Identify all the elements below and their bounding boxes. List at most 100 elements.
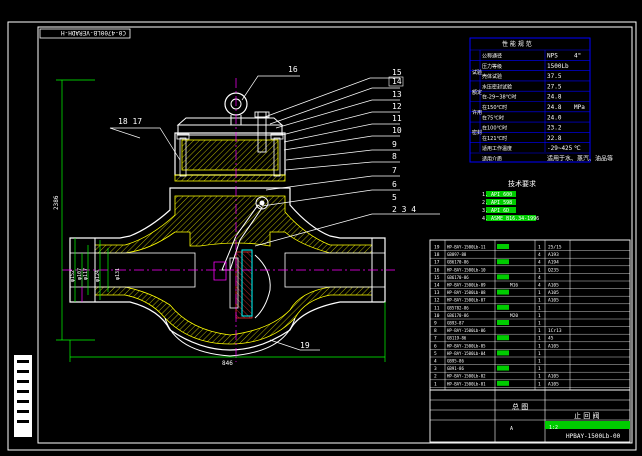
dim-dia-3: φ117 [83,268,89,280]
bom-row-code: HP-BAY-1500Lb-10 [447,267,486,272]
callout-18-17: 18 17 [118,117,142,126]
dim-dia-1: φ152 [70,270,76,282]
bom-row-no: 12 [434,298,440,304]
bom-row-highlight [497,304,509,310]
tech-req-highlight [486,191,516,197]
bom-row-no: 8 [434,328,437,334]
perf-row-value: 22.8 [547,135,562,142]
bom-row-no: 18 [434,252,440,258]
left-margin-marks [14,355,32,437]
bom-row-code: GB5782-86 [447,305,469,310]
bom-row-no: 15 [434,275,440,281]
bom-row-highlight [497,335,509,341]
perf-row-label: 在100℃时 [482,125,507,132]
perf-row-label: 壳体试验 [482,73,502,80]
bom-row-highlight [497,244,509,249]
callout-19: 19 [300,341,310,350]
perf-row-label: 公称通径 [482,53,502,60]
bom-row-highlight [497,289,509,295]
perf-row-label: 在75℃时 [482,114,504,121]
callout-2-3-4: 2 3 4 [392,205,416,214]
bom-row-qty: 1 [538,328,541,334]
perf-row-label: 适用介质 [482,156,502,163]
bom-row-highlight [497,320,509,325]
bom-row-code: HP-BAY-1500Lb-04 [447,351,486,356]
bom-row-qty: 1 [538,374,541,380]
bom-row-code: HP-BAY-1500Lb-11 [447,245,486,250]
bom-row-highlight [497,380,509,386]
perf-row-value: 24.0 [547,114,562,121]
bom-row-code: GB6170-86 [447,275,469,280]
callout-9: 9 [392,140,397,149]
callout-12: 12 [392,102,402,111]
perf-row-value: 24.8 [547,94,562,101]
bom-row-material: 1Cr13 [548,328,562,334]
bom-row-highlight [497,259,509,265]
callout-10: 10 [392,126,402,135]
bom-row-code: GB6170-86 [447,260,469,265]
title-block: 总 图 止 回 阀 HPBAY-1500Lb-00 1:2 A [429,389,631,443]
callout-11: 11 [392,114,402,123]
callout-8: 8 [392,152,397,161]
callout-leaders [109,75,440,351]
bom-row-no: 17 [434,260,440,266]
bom-row-qty: 4 [538,283,541,289]
callout-13: 13 [392,90,402,99]
bom-row-highlight [497,274,509,280]
bom-row-code: GB119-86 [447,336,467,341]
bom-row-qty: 1 [538,366,541,372]
bom-row-code: HP-BAY-1500Lb-07 [447,298,486,303]
bom-row-highlight [497,365,509,371]
bom-row-qty: 1 [538,290,541,296]
perf-row-value: 37.5 [547,73,562,80]
bom-row-highlight [497,350,509,356]
product-name: 止 回 阀 [574,411,599,420]
bom-row-qty: 1 [538,381,541,387]
perf-row-value: 27.5 [547,83,562,90]
bom-row-qty: 1 [538,343,541,349]
tech-req-item: 3. API 6D [482,208,509,214]
callout-6: 6 [392,180,397,189]
bom-row-qty: 4 [538,260,541,266]
bom-row-qty: 4 [538,252,541,258]
title-strip-text: C0-4700LB-VERADH-H [61,29,126,36]
bom-row-no: 11 [434,305,440,311]
tech-req-item: 1. API 600 [482,192,512,198]
bom-row-no: 3 [434,366,437,372]
drawing-name: 总 图 [512,402,528,411]
sheet: A [510,426,513,432]
bom-row-code: HP-BAY-1500Lb-05 [447,343,486,348]
perf-row-value: NPS [547,53,558,60]
bom-row-no: 6 [434,343,437,349]
bom-row-material: 25/15 [548,245,562,251]
perf-row-value: 适用于水、蒸汽、油品等 [547,155,613,163]
bom-row-material: Q235 [548,267,559,273]
bom-row-material: A194 [548,260,559,266]
inner-frame [37,26,633,444]
bom-row-no: 7 [434,336,437,342]
dimension-lines [56,79,386,362]
title-strip: C0-4700LB-VERADH-H [39,28,131,39]
tech-req-item: 2. API 598 [482,200,512,206]
bom-row-name: M16 [510,283,518,289]
bom-row-qty: 1 [538,351,541,357]
bom-row-code: HP-BAY-1500Lb-02 [447,374,486,379]
bom-row-no: 9 [434,321,437,327]
bom-row-code: GB93-87 [447,321,464,326]
bom-row-no: 19 [434,245,440,251]
dim-dia-5: φ131 [115,268,121,280]
callout-7: 7 [392,166,397,175]
bom-row-no: 1 [434,381,437,387]
bom-row-qty: 1 [538,313,541,319]
bom-row-material: A193 [548,252,559,258]
bom-row-qty: 1 [538,336,541,342]
perf-row-label: 压力等级 [482,63,502,70]
bom-row-material: A105 [548,381,559,387]
perf-row-unit: MPa [574,104,585,111]
dim-dia-2: φ107 [77,268,83,280]
tech-req-highlight [486,207,516,213]
tech-req-title: 技术要求 [508,179,536,188]
bom-row-code: GB897-88 [447,252,467,257]
bom-row-no: 14 [434,283,440,289]
